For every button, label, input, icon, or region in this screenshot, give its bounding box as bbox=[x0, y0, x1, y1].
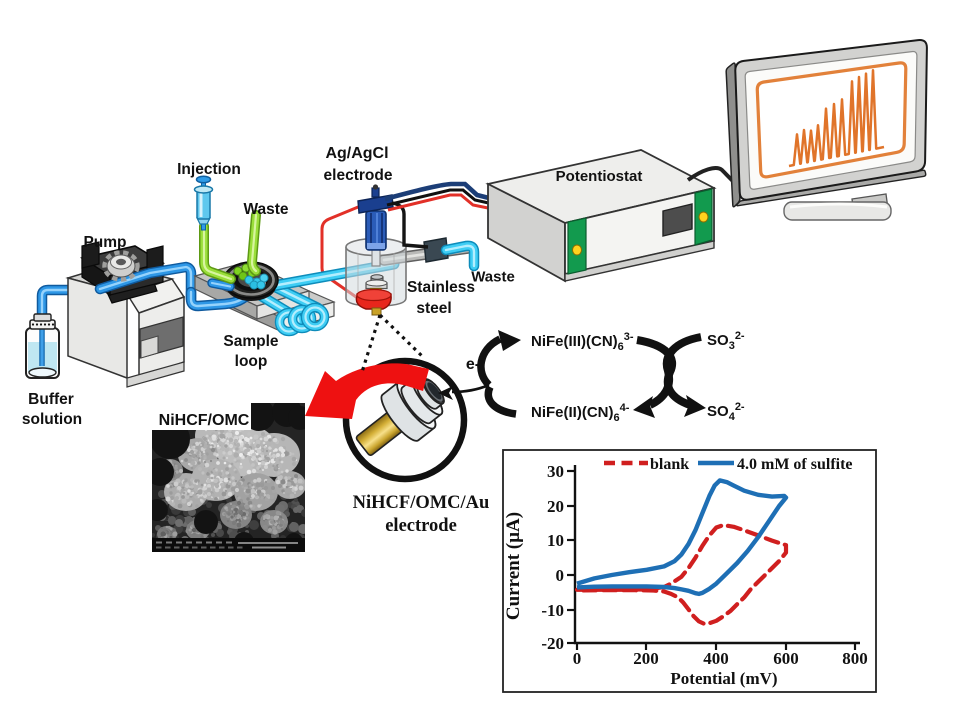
svg-text:Stainless: Stainless bbox=[407, 279, 475, 296]
svg-text:loop: loop bbox=[235, 353, 268, 370]
svg-text:400: 400 bbox=[703, 649, 729, 668]
svg-text:30: 30 bbox=[547, 462, 564, 481]
svg-text:0: 0 bbox=[556, 566, 565, 585]
svg-text:NiHCF/OMC: NiHCF/OMC bbox=[159, 412, 250, 429]
svg-text:electrode: electrode bbox=[324, 167, 393, 184]
svg-text:Potential (mV): Potential (mV) bbox=[670, 669, 777, 688]
svg-text:e-: e- bbox=[466, 356, 480, 373]
svg-text:Sample: Sample bbox=[223, 333, 279, 350]
svg-text:Waste: Waste bbox=[243, 201, 288, 218]
svg-text:-20: -20 bbox=[541, 634, 564, 653]
svg-text:Current (µA): Current (µA) bbox=[503, 512, 524, 620]
svg-text:NiHCF/OMC/Au: NiHCF/OMC/Au bbox=[353, 493, 490, 513]
svg-text:NiFe(II)(CN)64-: NiFe(II)(CN)64- bbox=[531, 402, 630, 424]
svg-text:Pump: Pump bbox=[83, 234, 126, 251]
svg-text:Potentiostat: Potentiostat bbox=[556, 168, 643, 185]
svg-text:Injection: Injection bbox=[177, 161, 241, 178]
svg-text:20: 20 bbox=[547, 497, 564, 516]
svg-text:0: 0 bbox=[573, 649, 582, 668]
svg-text:-10: -10 bbox=[541, 601, 564, 620]
svg-text:Buffer: Buffer bbox=[28, 391, 74, 408]
svg-text:SO42-: SO42- bbox=[707, 401, 745, 423]
svg-text:200: 200 bbox=[633, 649, 659, 668]
svg-text:NiFe(III)(CN)63-: NiFe(III)(CN)63- bbox=[531, 331, 634, 353]
svg-text:800: 800 bbox=[842, 649, 868, 668]
svg-text:10: 10 bbox=[547, 531, 564, 550]
svg-text:600: 600 bbox=[773, 649, 799, 668]
svg-text:steel: steel bbox=[416, 300, 451, 317]
svg-text:blank: blank bbox=[650, 456, 689, 473]
svg-text:solution: solution bbox=[22, 411, 82, 428]
svg-text:Ag/AgCl: Ag/AgCl bbox=[325, 145, 388, 162]
svg-text:4.0 mM of sulfite: 4.0 mM of sulfite bbox=[737, 456, 853, 473]
svg-text:SO32-: SO32- bbox=[707, 330, 745, 352]
svg-text:electrode: electrode bbox=[385, 516, 457, 536]
svg-text:Waste: Waste bbox=[471, 269, 515, 286]
